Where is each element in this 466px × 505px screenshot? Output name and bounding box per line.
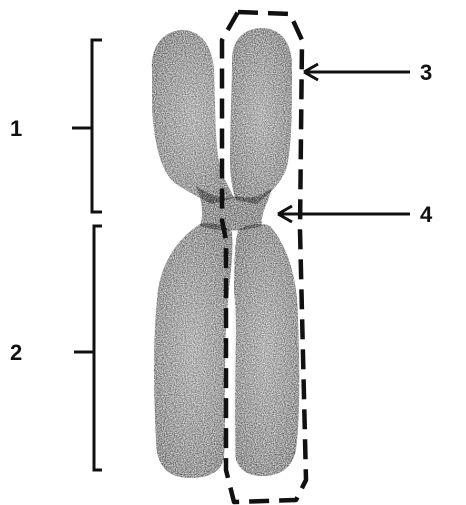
label-3: 3 <box>420 60 432 85</box>
bracket-2 <box>74 226 102 470</box>
label-1: 1 <box>10 116 22 141</box>
arrow-left-icon <box>304 64 410 80</box>
label-2: 2 <box>10 340 22 365</box>
label-4: 4 <box>420 202 433 227</box>
right-short-arm <box>230 28 292 204</box>
bracket-1 <box>72 40 102 212</box>
chromatid-gap <box>229 286 236 470</box>
right-long-arm <box>233 224 300 476</box>
arrow-left-icon <box>278 206 410 222</box>
left-long-arm <box>154 223 232 478</box>
